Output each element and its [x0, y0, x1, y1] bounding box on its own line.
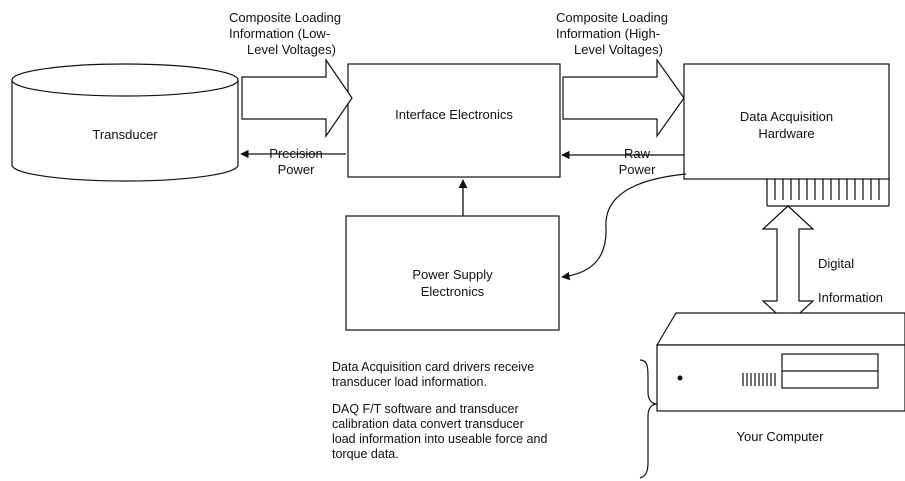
- low-level-voltages-label: Composite Loading Information (Low- Leve…: [229, 10, 342, 57]
- raw-power-curve-arrow: [561, 173, 687, 281]
- notes-brace: [639, 359, 658, 479]
- daq-hardware-label: Data Acquisition Hardware: [739, 109, 834, 141]
- transducer-label: Transducer: [92, 127, 158, 142]
- interface-electronics-box: [347, 63, 561, 178]
- power-supply-label: Power Supply Electronics: [412, 267, 493, 299]
- transducer-cylinder: [11, 63, 239, 182]
- power-supply-box: [345, 215, 560, 331]
- interface-electronics-label: Interface Electronics: [395, 107, 513, 122]
- digital-information-label: Digital Information: [818, 256, 884, 305]
- high-level-signal-arrow: [562, 58, 685, 138]
- precision-power-label: Precision Power: [269, 146, 323, 177]
- daq-edge-connector: [766, 179, 890, 207]
- computer-vent-slots: [742, 373, 776, 386]
- daq-hardware-box: [683, 63, 890, 180]
- computer-drive-bay: [781, 353, 879, 389]
- digital-information-arrow: [761, 205, 815, 325]
- computer-label: Your Computer: [736, 429, 824, 444]
- raw-power-label: Raw Power: [618, 146, 656, 177]
- software-note: DAQ F/T software and transducer calibrat…: [332, 402, 548, 461]
- computer-power-led: [677, 375, 683, 381]
- drivers-note: Data Acquisition card drivers receive tr…: [332, 360, 535, 389]
- low-level-signal-arrow: [241, 58, 353, 138]
- high-level-voltages-label: Composite Loading Information (High- Lev…: [556, 10, 669, 57]
